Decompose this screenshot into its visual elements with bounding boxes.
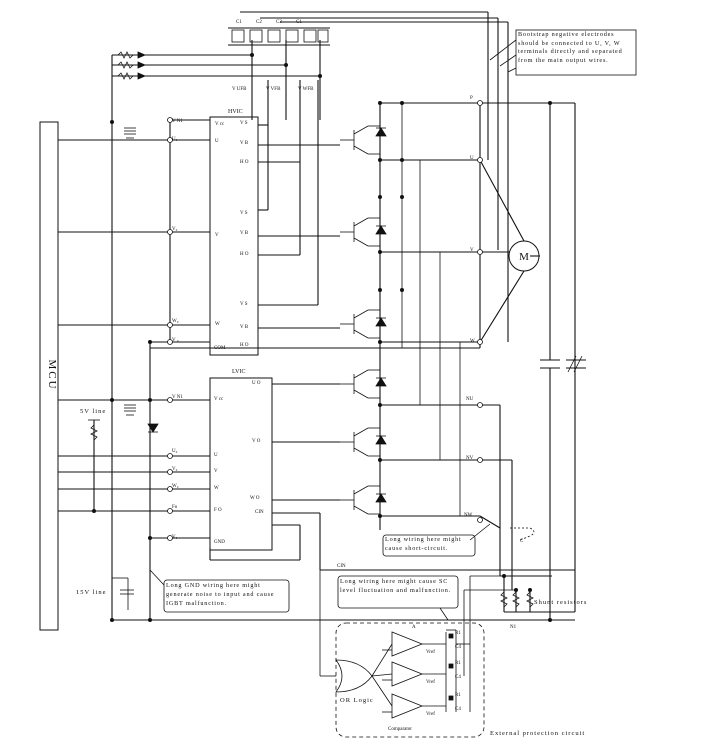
lvic-pin-uo: U O — [252, 381, 261, 386]
mcu-side-v: V₀ — [172, 227, 178, 232]
c-label: C — [520, 539, 524, 544]
lvic-block — [209, 377, 273, 551]
vref-label-2: Vref — [426, 680, 435, 685]
hvic-pin-vb2: V B — [240, 231, 249, 236]
v15-line-label: 15V line — [76, 589, 106, 596]
igbt-bridge — [340, 125, 387, 515]
vref-label-1: Vref — [426, 650, 435, 655]
mcu-side-w-l: W₀ — [172, 484, 179, 489]
terminal-circles — [167, 100, 483, 541]
comparator-label: Comparator — [388, 727, 412, 732]
mcu-side-v0: V ₀ — [172, 338, 179, 343]
wiring — [58, 11, 576, 621]
bootstrap-callout-box — [515, 29, 637, 76]
terminal-nv: NV — [466, 456, 474, 461]
vwfb-label: V WFB — [298, 87, 314, 92]
hvic-pin-ho3: H O — [240, 343, 249, 348]
hvic-pin-ho2: H O — [240, 252, 249, 257]
junction-dots — [92, 53, 552, 622]
c4-label-3: C4 — [455, 707, 461, 712]
vref-label-3: Vref — [426, 712, 435, 717]
hvic-pin-vb3: V B — [240, 325, 249, 330]
lvic-pin-u: U — [214, 453, 218, 458]
hvic-label: HVIC — [228, 109, 243, 115]
igbt-wn — [340, 485, 387, 515]
hvic-pin-v: V — [215, 233, 219, 238]
hvic-pin-vs3: V S — [240, 302, 248, 307]
lvic-pin-vo: V O — [252, 439, 261, 444]
mcu-side-v-l: V₀ — [172, 467, 178, 472]
gnd-noise-callout: Long GND wiring here might generate nois… — [166, 582, 274, 607]
c4-label-2: C4 — [455, 675, 461, 680]
short-circuit-callout-box — [382, 534, 476, 557]
c4-label-1: C4 — [455, 645, 461, 650]
comparators — [319, 570, 516, 719]
hvic-pin-vs1: V S — [240, 121, 248, 126]
r1-label-3: R1 — [455, 693, 461, 698]
gnd-noise-callout-box — [163, 579, 290, 613]
terminal-p: P — [470, 96, 473, 101]
bootstrap-resistors — [117, 51, 147, 80]
bootstrap-callout: Bootstrap negative electrodes should be … — [518, 31, 622, 64]
lvic-pin-wo: W O — [250, 496, 260, 501]
igbt-un — [340, 369, 387, 399]
hvic-pin-w: W — [215, 322, 220, 327]
cap-label-2: C2 — [256, 20, 262, 25]
v5-line-label: 5V line — [80, 408, 106, 415]
shunt-label: Shunt resistors — [534, 599, 587, 606]
c-bracket — [510, 527, 535, 541]
igbt-wp — [340, 309, 387, 339]
terminal-u: U — [470, 156, 474, 161]
motor-label: M — [519, 251, 529, 263]
lvic-pin-w: W — [214, 486, 219, 491]
lvic-label: LVIC — [232, 369, 245, 375]
mcu-label: MCU — [46, 359, 58, 390]
vvfb-label: V VFB — [266, 87, 281, 92]
or-logic-label: OR Logic — [340, 697, 374, 704]
hvic-pin-vcc: V cc — [215, 122, 225, 127]
cap-label-1: C1 — [236, 20, 242, 25]
short-circuit-callout: Long wiring here might cause short-circu… — [385, 536, 461, 552]
lvic-pin-fo: F O — [214, 508, 222, 513]
mcu-side-vn1-l: V N1 — [172, 395, 183, 400]
cin-label: CIN — [337, 564, 346, 569]
hvic-pin-vs2: V S — [240, 211, 248, 216]
igbt-vn — [340, 427, 387, 457]
dc-link-capacitor — [540, 355, 586, 373]
protection-circuit-box — [335, 622, 485, 738]
sc-level-callout: Long wiring here might cause SC level fl… — [340, 578, 450, 594]
terminal-nu: NU — [466, 397, 474, 402]
n1-label: N1 — [510, 625, 517, 630]
vufb-label: V UFB — [232, 87, 247, 92]
shunt-resistor-group — [500, 591, 534, 608]
lvic-pin-vcc: V cc — [214, 397, 224, 402]
cap-label-3: C3 — [276, 20, 282, 25]
r1-label-2: R1 — [455, 661, 461, 666]
mcu-side-vn1: V N1 — [172, 119, 183, 124]
hvic-pin-vb1: V B — [240, 141, 249, 146]
mcu-block — [39, 121, 59, 631]
sc-level-callout-box — [337, 575, 459, 609]
terminal-v: V — [470, 248, 474, 253]
hvic-pin-u: U — [215, 139, 219, 144]
hvic-block — [209, 116, 259, 356]
bootstrap-capacitors — [231, 29, 329, 43]
a-label: A — [412, 625, 416, 630]
igbt-up — [340, 125, 387, 155]
hvic-pin-ho1: H O — [240, 160, 249, 165]
external-protection-label: External protection circuit — [490, 730, 585, 737]
phase-jumpers — [401, 103, 461, 516]
lvic-pin-v: V — [214, 469, 218, 474]
igbt-vp — [340, 217, 387, 247]
mcu-side-w: W₀ — [172, 319, 179, 324]
mcu-side-fo: Fo — [172, 505, 178, 510]
r1-label-1: R1 — [455, 631, 461, 636]
mcu-side-u-l: U₀ — [172, 449, 178, 454]
lvic-pin-cin: CIN — [255, 510, 264, 515]
lvic-pin-gnd: GND — [214, 540, 225, 545]
vcc-decoupling — [88, 127, 159, 610]
